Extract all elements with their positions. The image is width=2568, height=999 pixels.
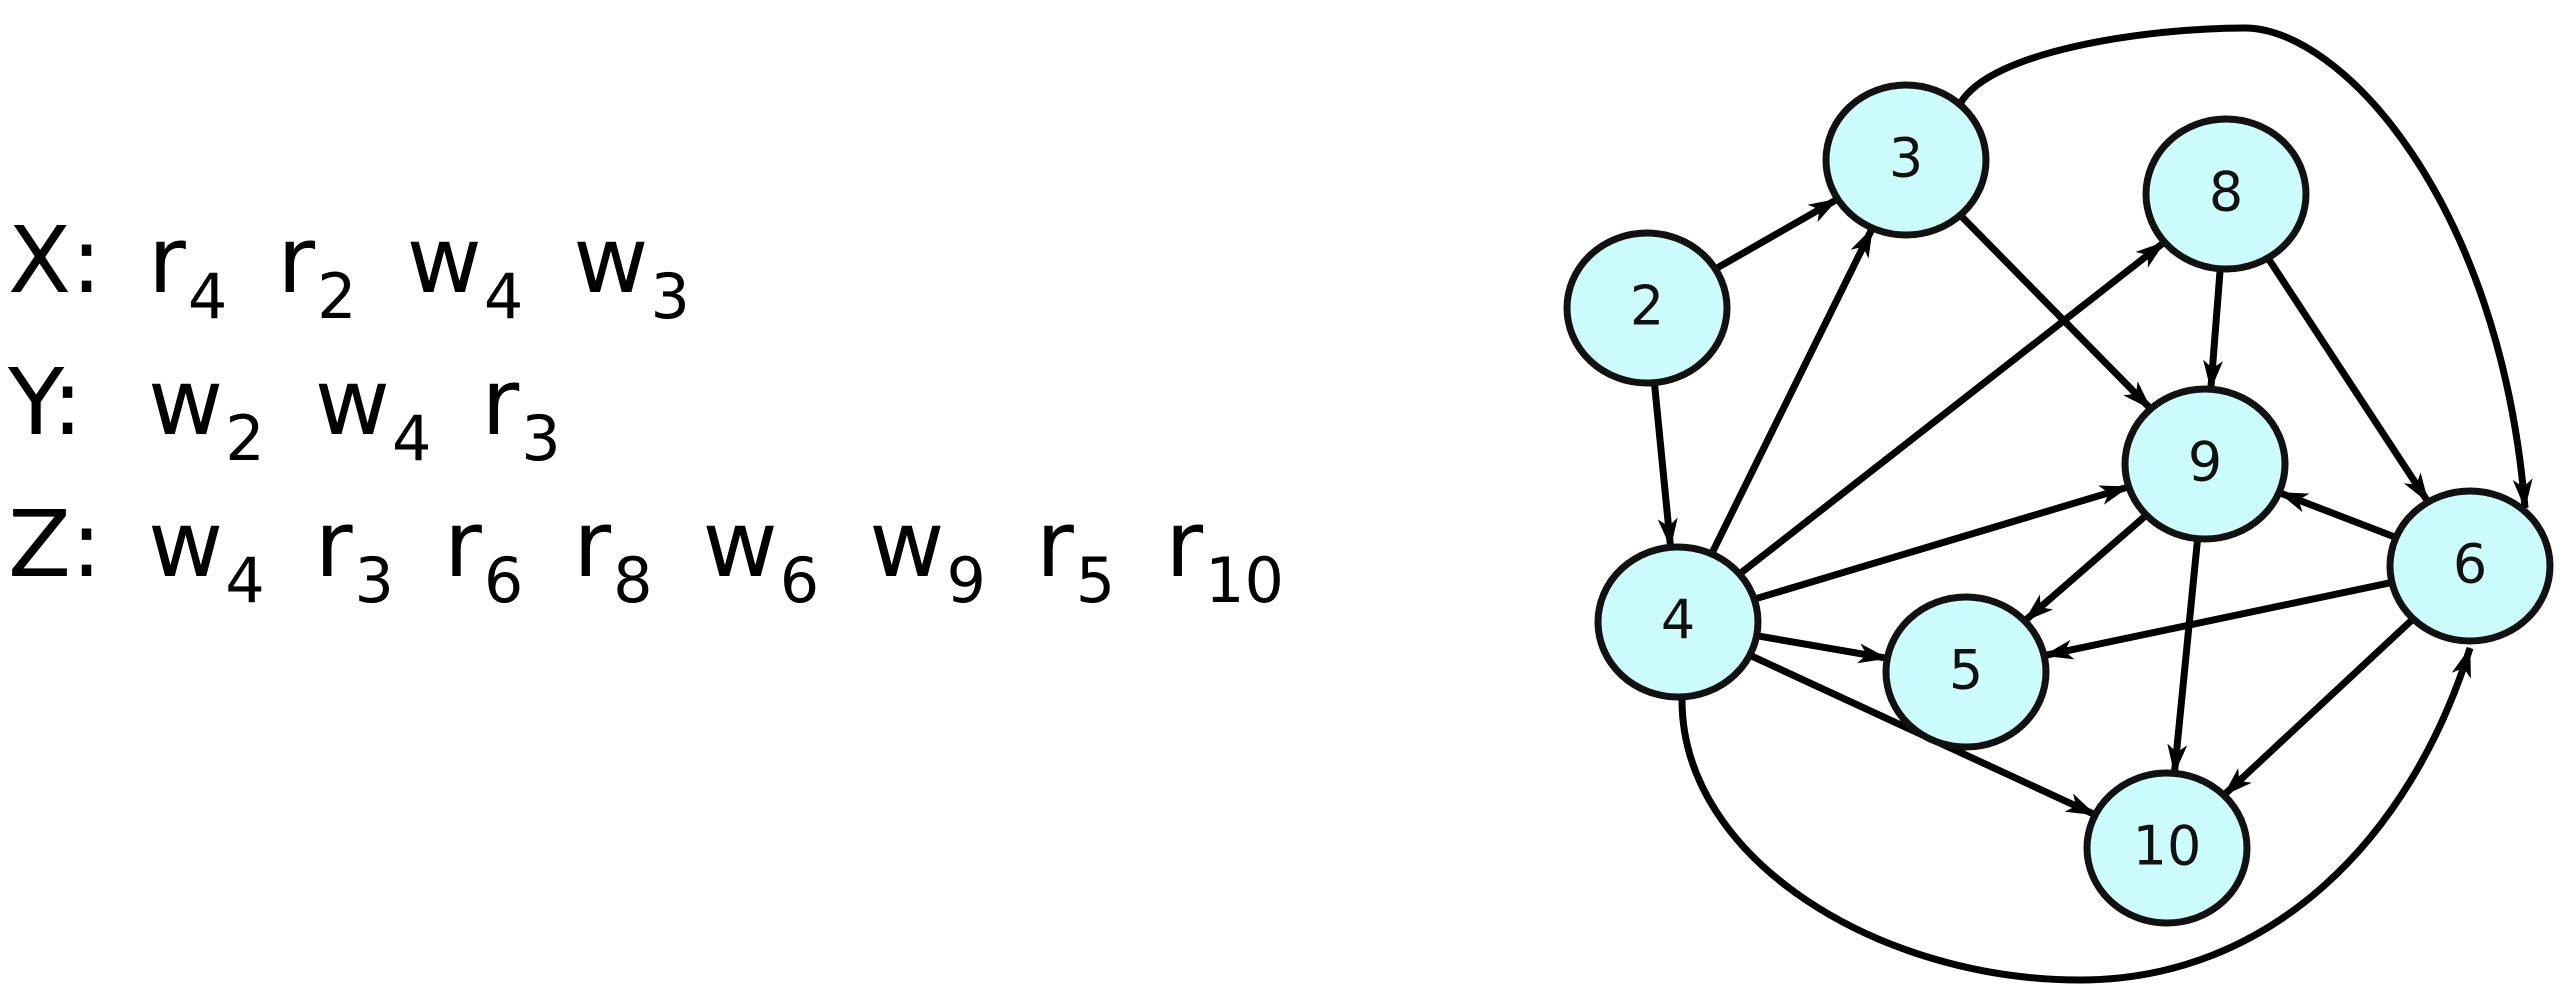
operation-item: 10: [1205, 544, 1284, 618]
edge-layer: [1650, 24, 2533, 984]
node-layer: 2 3 8 9 6 4 5 10: [1563, 81, 2554, 927]
schedule-name: X:: [8, 207, 103, 314]
graph-node-label: 9: [2188, 431, 2222, 494]
graph-node-label: 5: [1949, 639, 1983, 702]
edge-4-to-8: [1737, 239, 2167, 577]
edge-4-to-9: [1753, 483, 2130, 603]
edge-3-to-9: [1957, 212, 2154, 412]
operation-item: 4: [483, 260, 524, 334]
operation-type: w: [314, 349, 390, 456]
operation-item: 2: [317, 260, 357, 334]
schedule-operation: w9: [869, 474, 986, 616]
schedule-operation: r3: [315, 474, 394, 616]
edge-2-to-4: [1650, 382, 1678, 549]
graph-node-6: [2386, 487, 2554, 645]
operation-item: 6: [483, 544, 524, 618]
operation-type: r: [277, 207, 316, 314]
operation-item: 9: [946, 544, 986, 618]
operation-item: 5: [1075, 544, 1116, 618]
operation-type: r: [573, 491, 612, 598]
operation-type: w: [573, 207, 649, 314]
operation-item: 4: [391, 402, 432, 476]
edge-8-to-6: [2264, 255, 2432, 505]
operation-type: r: [443, 491, 482, 598]
operation-item: 3: [521, 402, 561, 476]
schedule-operation: w4: [148, 474, 265, 616]
schedule-operation: w4: [407, 190, 524, 332]
edge-6-to-5: [2043, 578, 2393, 660]
operation-type: w: [702, 491, 778, 598]
operation-item: 3: [354, 544, 394, 618]
graph-node-8: [2142, 115, 2310, 273]
edge-9-to-5: [2022, 512, 2149, 624]
operation-type: w: [148, 349, 224, 456]
graph-node-label: 2: [1630, 275, 1664, 338]
graph-node-label: 8: [2209, 161, 2243, 224]
schedule-operation: w4: [315, 332, 432, 474]
edge-8-to-9: [2203, 268, 2224, 391]
schedule-operation: r8: [573, 474, 652, 616]
graph-node-3: [1822, 81, 1990, 239]
schedule-operation: r3: [481, 332, 560, 474]
schedule-operation: w2: [148, 332, 265, 474]
operation-type: r: [1165, 491, 1204, 598]
graph-node-2: [1563, 229, 1731, 387]
operation-type: r: [148, 207, 186, 314]
operation-type: r: [481, 349, 520, 456]
operation-type: r: [1035, 491, 1074, 598]
operation-type: r: [314, 491, 353, 598]
schedule-operation: r2: [277, 190, 356, 332]
schedule-name: Z:: [8, 491, 103, 598]
graph-node-10: [2083, 769, 2251, 927]
edge-3-to-6: [1956, 24, 2533, 509]
graph-node-label: 4: [1661, 589, 1695, 652]
operation-item: 8: [613, 544, 653, 618]
operation-type: w: [148, 491, 224, 598]
schedule-operation: r4: [148, 190, 227, 332]
operation-item: 4: [225, 544, 265, 618]
schedule-operation: r6: [444, 474, 523, 616]
edge-9-to-10: [2167, 538, 2202, 775]
schedule-operation: r5: [1036, 474, 1115, 616]
edge-6-to-9: [2277, 489, 2398, 541]
edge-4-to-3: [1708, 226, 1876, 556]
edge-4-to-5: [1756, 632, 1889, 664]
operation-item: 2: [225, 402, 265, 476]
graph-node-4: [1594, 543, 1762, 701]
operation-item: 4: [187, 260, 228, 334]
operation-item: 6: [779, 544, 820, 618]
operation-item: 3: [650, 260, 690, 334]
edge-4-to-6: [1678, 646, 2474, 984]
schedule-name: Y:: [8, 349, 83, 456]
edge-6-to-10: [2221, 616, 2416, 798]
operation-type: w: [406, 207, 482, 314]
schedule-operation: w3: [573, 190, 690, 332]
graph-node-5: [1882, 593, 2050, 751]
graph-node-label: 6: [2453, 533, 2487, 596]
schedule-operation: w6: [703, 474, 820, 616]
schedule-operation: r10: [1165, 474, 1284, 616]
graph-node-9: [2121, 385, 2289, 543]
edge-2-to-3: [1713, 195, 1840, 273]
graph-node-label: 10: [2133, 815, 2202, 878]
operation-type: w: [869, 491, 945, 598]
graph-node-label: 3: [1889, 127, 1923, 190]
